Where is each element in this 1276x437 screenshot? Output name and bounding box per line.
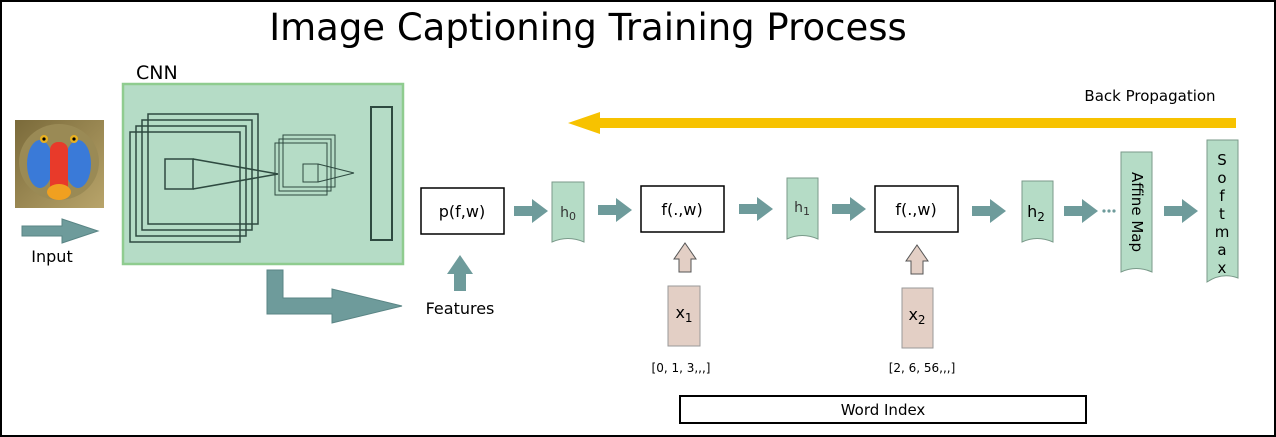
back-propagation-arrow — [568, 112, 1236, 134]
node-h1-label: h1 — [794, 200, 810, 218]
node-x1 — [667, 285, 701, 347]
word-index-box — [679, 395, 1087, 424]
arrow-affine-softmax — [1164, 199, 1198, 223]
svg-text:f: f — [1219, 187, 1225, 205]
node-x1-label: x1 — [675, 303, 692, 325]
arrow-h1-f2 — [832, 197, 866, 221]
node-h2 — [1021, 180, 1054, 243]
node-h1 — [786, 177, 819, 240]
node-x2-label: x2 — [908, 305, 925, 327]
node-f2-label: f(.,w) — [895, 200, 936, 219]
node-f1-label: f(.,w) — [661, 200, 702, 219]
svg-text:x: x — [1218, 259, 1227, 277]
node-f1 — [640, 185, 725, 233]
arrow-x2-f2 — [905, 244, 929, 275]
features-arrow — [447, 255, 473, 291]
arrow-f2-h2 — [972, 199, 1006, 223]
node-affine-map — [1120, 151, 1153, 273]
node-x2 — [901, 287, 934, 349]
arrow-h0-f1 — [598, 198, 632, 222]
diagram-title: Image Captioning Training Process — [269, 6, 907, 49]
node-p — [420, 187, 505, 235]
x2-values: [2, 6, 56,,,] — [889, 361, 956, 375]
cnn-feature-maps — [129, 106, 393, 243]
node-p-label: p(f,w) — [439, 202, 485, 221]
node-affine-map-label: Affine Map — [1128, 172, 1146, 252]
features-label: Features — [426, 299, 495, 318]
word-index-label: Word Index — [841, 401, 926, 419]
ellipsis-dots — [1102, 209, 1116, 213]
svg-text:m: m — [1215, 223, 1230, 241]
svg-text:o: o — [1217, 169, 1226, 187]
arrow-p-h0 — [514, 199, 548, 223]
input-image — [15, 120, 104, 208]
svg-text:S: S — [1217, 151, 1227, 169]
input-label: Input — [31, 247, 72, 266]
x1-values: [0, 1, 3,,,] — [652, 361, 711, 375]
node-h0 — [551, 181, 585, 243]
node-h2-label: h2 — [1027, 202, 1045, 224]
arrow-h2-affine — [1064, 199, 1098, 223]
arrow-x1-f1 — [673, 242, 697, 273]
node-h0-label: h0 — [560, 205, 576, 223]
node-softmax-label: S o f t m a x — [1215, 151, 1230, 277]
svg-text:t: t — [1219, 205, 1225, 223]
node-f2 — [874, 185, 959, 233]
node-softmax — [1206, 139, 1239, 283]
svg-text:a: a — [1217, 241, 1226, 259]
input-arrow — [21, 218, 100, 244]
back-propagation-label: Back Propagation — [1084, 87, 1215, 105]
cnn-output-arrow — [266, 269, 403, 324]
cnn-label: CNN — [136, 62, 178, 84]
arrow-f1-h1 — [739, 197, 773, 221]
